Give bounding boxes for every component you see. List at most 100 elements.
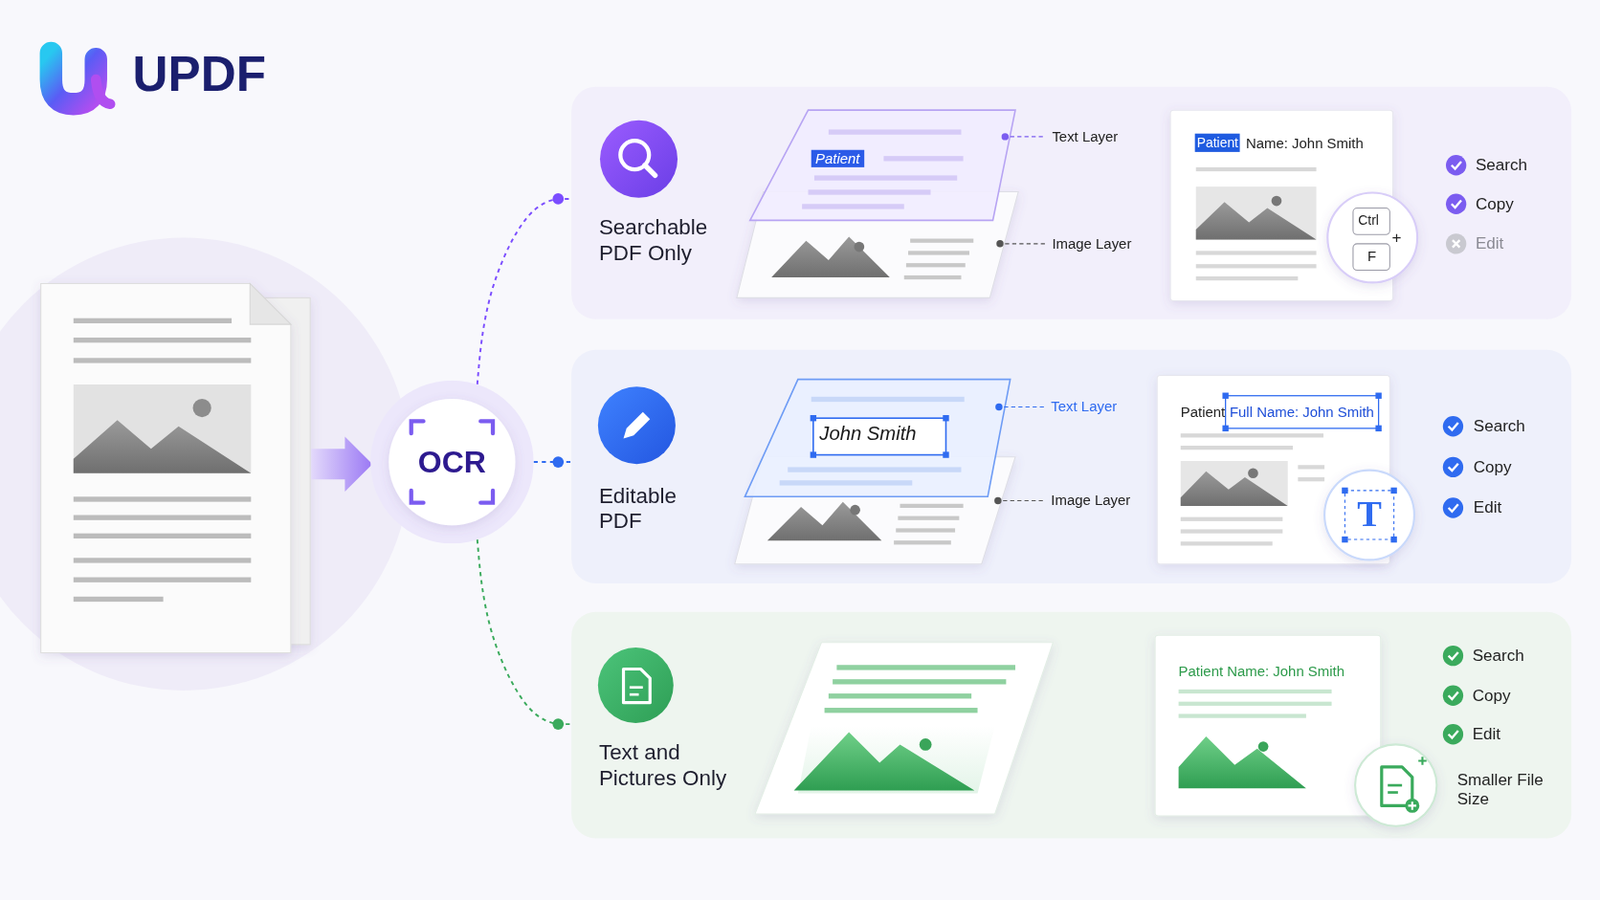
logo-wordmark: UPDF xyxy=(133,44,267,104)
leader-line xyxy=(1003,406,1045,408)
leader-line xyxy=(1001,133,1009,140)
preview-card xyxy=(1180,461,1289,507)
logo-mark xyxy=(95,79,111,105)
source-document xyxy=(41,283,291,653)
source-document xyxy=(73,318,252,602)
check-icon xyxy=(1448,422,1459,430)
lite-page xyxy=(828,693,972,699)
text-layer xyxy=(779,397,965,487)
option-icon xyxy=(598,120,678,724)
preview-card xyxy=(1258,741,1269,753)
edit-text: John Smith xyxy=(819,422,916,445)
check-icon xyxy=(1443,416,1464,437)
check-icon xyxy=(1443,645,1464,667)
preview-card xyxy=(1297,477,1325,482)
ocr-label: OCR xyxy=(370,444,534,481)
source-document xyxy=(73,514,252,520)
preview-text: Name: John Smith xyxy=(1245,134,1364,153)
key-plus: + xyxy=(1391,227,1401,247)
dashed-connector xyxy=(477,539,572,725)
source-document xyxy=(193,399,212,418)
logo-mark xyxy=(50,52,96,104)
image-layer xyxy=(893,540,952,545)
leader-line xyxy=(994,133,1045,505)
check-icon xyxy=(1443,497,1464,518)
lite-page xyxy=(755,643,1053,815)
feature-item-disabled: Edit xyxy=(1475,233,1504,253)
edited-text: Full Name: John Smith xyxy=(1229,403,1375,422)
check-icon xyxy=(1448,692,1459,700)
check-icon xyxy=(1448,652,1459,660)
leader-line xyxy=(1002,500,1045,502)
preview-card xyxy=(1196,250,1317,255)
preview-card xyxy=(1344,490,1394,540)
text-layer xyxy=(942,415,949,422)
preview-card xyxy=(1155,635,1381,817)
check-icon xyxy=(1445,194,1467,215)
scan-bracket xyxy=(480,490,493,504)
preview-card xyxy=(1271,196,1283,207)
feature-item: Copy xyxy=(1472,686,1512,706)
band-fill xyxy=(571,87,1572,320)
preview-text: Patient Name: John Smith xyxy=(1178,663,1345,681)
text-layer xyxy=(787,466,961,472)
preview-card xyxy=(1196,276,1299,281)
image-layer xyxy=(854,242,866,253)
preview-card xyxy=(1178,736,1307,789)
text-layer xyxy=(779,480,913,486)
option-icon xyxy=(629,693,640,697)
feature-item: Copy xyxy=(1475,194,1514,214)
text-layer xyxy=(808,189,932,195)
connector-dot xyxy=(552,456,564,468)
option-icon xyxy=(629,686,644,689)
check-icon xyxy=(1443,457,1464,478)
preview-card xyxy=(1418,756,1427,766)
scan-bracket xyxy=(480,421,493,434)
preview-card xyxy=(1324,470,1415,561)
check-icon xyxy=(1445,155,1467,176)
preview-text: Patient xyxy=(1180,403,1225,422)
leader-line xyxy=(1010,135,1045,137)
check-icon xyxy=(1443,416,1464,437)
text-layer xyxy=(744,379,1010,498)
text-layer xyxy=(810,415,950,459)
preview-card xyxy=(1180,445,1293,450)
option-icon xyxy=(644,165,656,177)
text-layer xyxy=(883,155,963,161)
text-layer xyxy=(810,451,817,458)
preview-card xyxy=(1341,536,1348,543)
scan-bracket xyxy=(411,421,424,434)
connector-dot xyxy=(552,193,564,205)
layer-label: Text Layer xyxy=(1050,398,1117,416)
source-document xyxy=(73,533,252,539)
option-band: Text and Pictures Only xyxy=(571,612,1572,840)
image-layer xyxy=(897,516,959,521)
layer-label: Image Layer xyxy=(1051,235,1132,253)
preview-card xyxy=(1196,201,1317,240)
lite-page xyxy=(919,738,933,752)
image-layer xyxy=(767,502,882,542)
logo-mark xyxy=(50,52,111,104)
source-document xyxy=(73,597,164,602)
image-layer xyxy=(893,504,964,546)
option-icon xyxy=(598,386,676,465)
image-layer xyxy=(849,505,861,516)
preview-card xyxy=(1381,767,1413,807)
preview-card xyxy=(1387,791,1399,795)
check-icon xyxy=(1443,155,1467,745)
preview-card xyxy=(1355,744,1437,826)
text-layer xyxy=(811,397,965,402)
feature-item: Search xyxy=(1472,645,1525,666)
preview-card xyxy=(1375,425,1381,432)
source-document xyxy=(249,283,291,325)
leader-line xyxy=(996,240,1003,247)
key-cap: F xyxy=(1367,247,1377,266)
preview-card xyxy=(1196,167,1317,172)
image-layer xyxy=(906,263,966,267)
ocr-circle: OCR xyxy=(370,380,534,545)
check-icon xyxy=(1452,240,1460,247)
preview-card xyxy=(1222,393,1381,433)
preview-card xyxy=(1404,799,1420,814)
dashed-connector xyxy=(477,199,572,385)
